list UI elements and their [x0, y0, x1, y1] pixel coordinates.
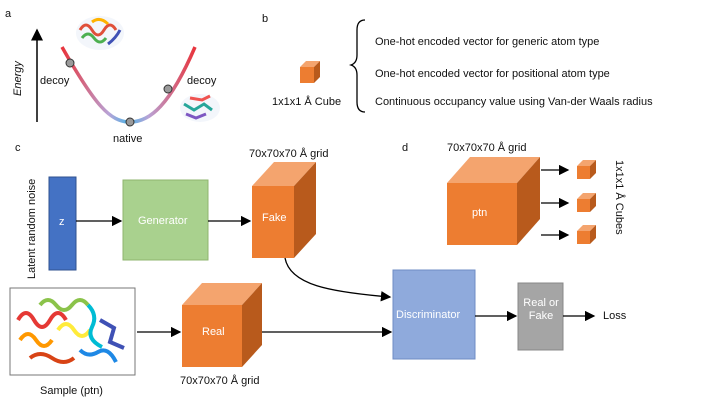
ptn-cube	[447, 157, 540, 245]
native-point	[125, 117, 135, 127]
fake-grid-label: 70x70x70 Å grid	[249, 148, 329, 160]
cubes-label: 1x1x1 Å Cubes	[613, 160, 625, 235]
protein-icon-top	[76, 16, 124, 50]
real-label: Real	[202, 326, 225, 338]
energy-landscape	[31, 16, 220, 127]
feature-brace	[348, 19, 366, 113]
panel-label-d: d	[402, 142, 409, 154]
decoy-right-point	[163, 84, 173, 94]
arrow-fake-to-discriminator	[284, 257, 392, 302]
z-label: z	[59, 216, 65, 228]
loss-label: Loss	[603, 310, 627, 322]
panel-label-b: b	[262, 13, 269, 25]
atom-cube	[300, 61, 320, 83]
discriminator-label: Discriminator	[396, 309, 461, 321]
ptn-label: ptn	[472, 207, 488, 219]
feature-generic-atom: One-hot encoded vector for generic atom …	[375, 36, 600, 48]
discriminator-box	[392, 269, 476, 360]
protein-icon-bottom	[180, 94, 220, 122]
fake-label: Fake	[262, 212, 287, 224]
native-label: native	[113, 133, 143, 145]
feature-positional-atom: One-hot encoded vector for positional at…	[375, 68, 610, 80]
small-cube-3	[577, 225, 596, 244]
feature-occupancy: Continuous occupancy value using Van-der…	[375, 96, 653, 108]
small-cube-2	[577, 193, 596, 212]
panel-label-a: a	[5, 8, 12, 20]
cube-size-label: 1x1x1 Å Cube	[272, 96, 342, 108]
decoy-left-label: decoy	[40, 75, 70, 87]
panel-label-c: c	[15, 142, 21, 154]
real-grid-label: 70x70x70 Å grid	[180, 375, 260, 387]
real-or-fake-box	[517, 282, 564, 351]
generator-label: Generator	[138, 215, 188, 227]
energy-curve	[60, 46, 197, 124]
real-cube	[182, 283, 262, 367]
fake-cube	[252, 162, 316, 258]
generator-box	[122, 179, 209, 261]
small-cube-1	[577, 160, 596, 179]
sample-protein-image	[9, 287, 136, 376]
decoy-left-point	[65, 58, 75, 68]
energy-axis-label: Energy	[12, 61, 24, 96]
decoy-right-label: decoy	[187, 75, 217, 87]
ptn-grid-label: 70x70x70 Å grid	[447, 142, 527, 154]
z-box	[48, 176, 77, 271]
sample-label: Sample (ptn)	[40, 385, 103, 397]
real-or-fake-label: Real or Fake	[523, 297, 559, 322]
latent-noise-label: Latent random noise	[26, 178, 38, 279]
